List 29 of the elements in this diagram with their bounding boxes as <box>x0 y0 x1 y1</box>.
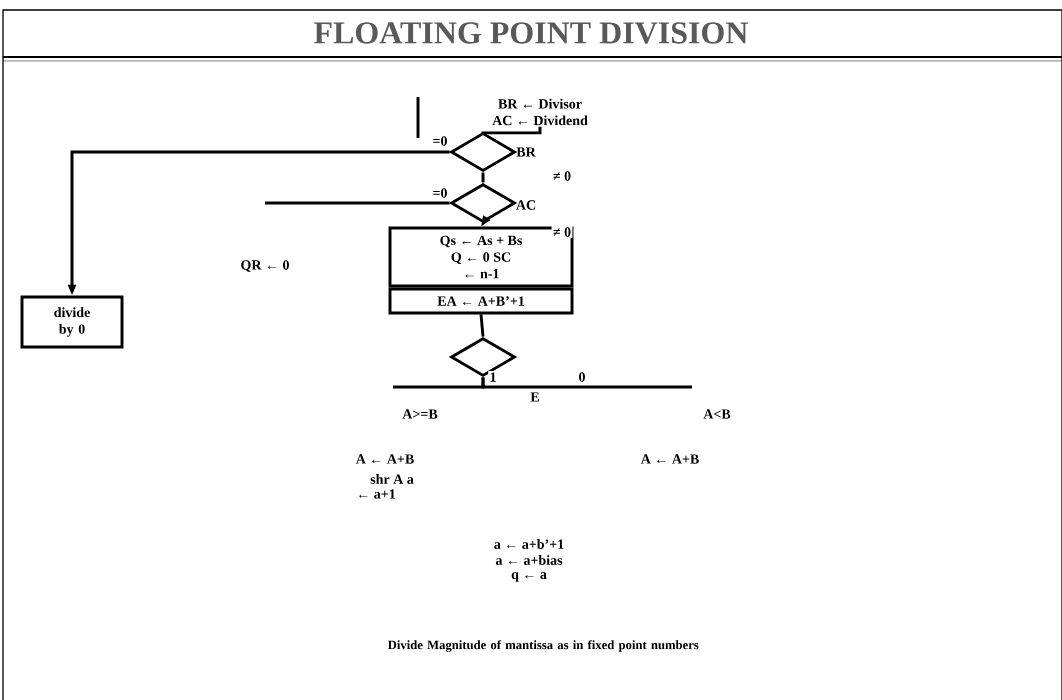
operation-text: q ← a <box>511 572 547 582</box>
decision-label: E <box>530 392 539 402</box>
operation-text: a ← a+bias <box>495 555 563 565</box>
decision-label: BR <box>516 147 536 157</box>
edge-label: ≠ 0 <box>551 169 573 183</box>
operation-text: A ← A+B <box>640 454 699 464</box>
edge-label: 0 <box>577 370 587 384</box>
operation-text: shr A a <box>370 474 414 484</box>
connector <box>265 201 450 205</box>
note-text: Divide Magnitude of mantissa as in fixed point numbers <box>387 640 699 652</box>
connector <box>479 314 485 337</box>
operation-text: A<B <box>703 409 731 419</box>
edge-label: ≠ 0 <box>551 225 573 239</box>
operation-text: A>=B <box>402 409 438 419</box>
error-box: divide by 0 <box>20 295 124 349</box>
connector <box>481 377 692 389</box>
connector <box>481 172 485 183</box>
title: FLOATING POINT DIVISION <box>314 22 749 44</box>
edge-label: 1 <box>488 371 498 383</box>
connector <box>481 126 542 135</box>
operation-text: A ← A+B <box>355 454 414 464</box>
edge-label: =0 <box>431 134 449 148</box>
operation-text: ← a+1 <box>359 489 395 499</box>
assignment-text: BR ← Divisor AC ← Dividend <box>492 98 588 126</box>
operation-text: a ← a+b’+1 <box>494 539 564 549</box>
decision-label: AC <box>516 200 536 210</box>
edge-label: =0 <box>431 186 449 200</box>
process-box: EA ← A+B’+1 <box>388 287 574 315</box>
operation-text: QR ← 0 <box>241 260 289 272</box>
